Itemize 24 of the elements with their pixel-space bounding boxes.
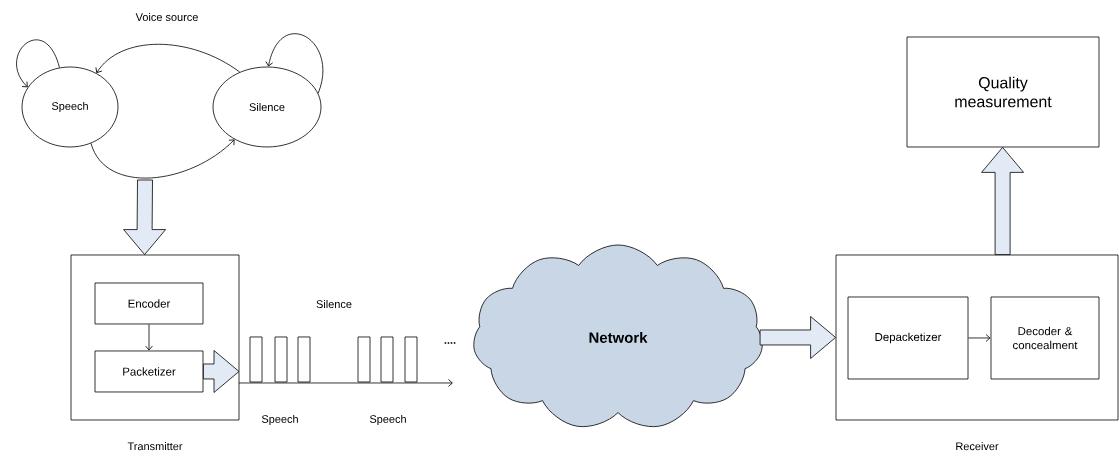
process-box: Packetizer [94,350,204,393]
arrow [16,39,60,88]
network-cloud: Network [473,244,763,427]
ellipsis: .... [444,342,456,344]
block-arrow [123,179,166,255]
stream-label: Speech [261,414,298,426]
node-label: Transmitter [127,442,183,451]
stream-label: Speech [369,414,406,426]
process-box: Depacketizer [847,296,969,380]
block-arrow [203,350,240,393]
process-box: Quality measurement [906,36,1100,148]
block-arrow [759,316,836,359]
process-box: Decoder & concealment [990,296,1100,380]
arrow [95,43,241,74]
arrow [145,324,153,351]
stream-label: Silence [316,299,352,308]
timeline-arrow [238,379,453,387]
arrow [265,33,324,94]
node-label: Receiver [956,442,999,451]
block-arrow [981,147,1024,255]
arrow [90,139,235,179]
arrow [968,334,991,342]
process-box: Encoder [94,282,204,325]
heading: Voice source [135,12,198,21]
